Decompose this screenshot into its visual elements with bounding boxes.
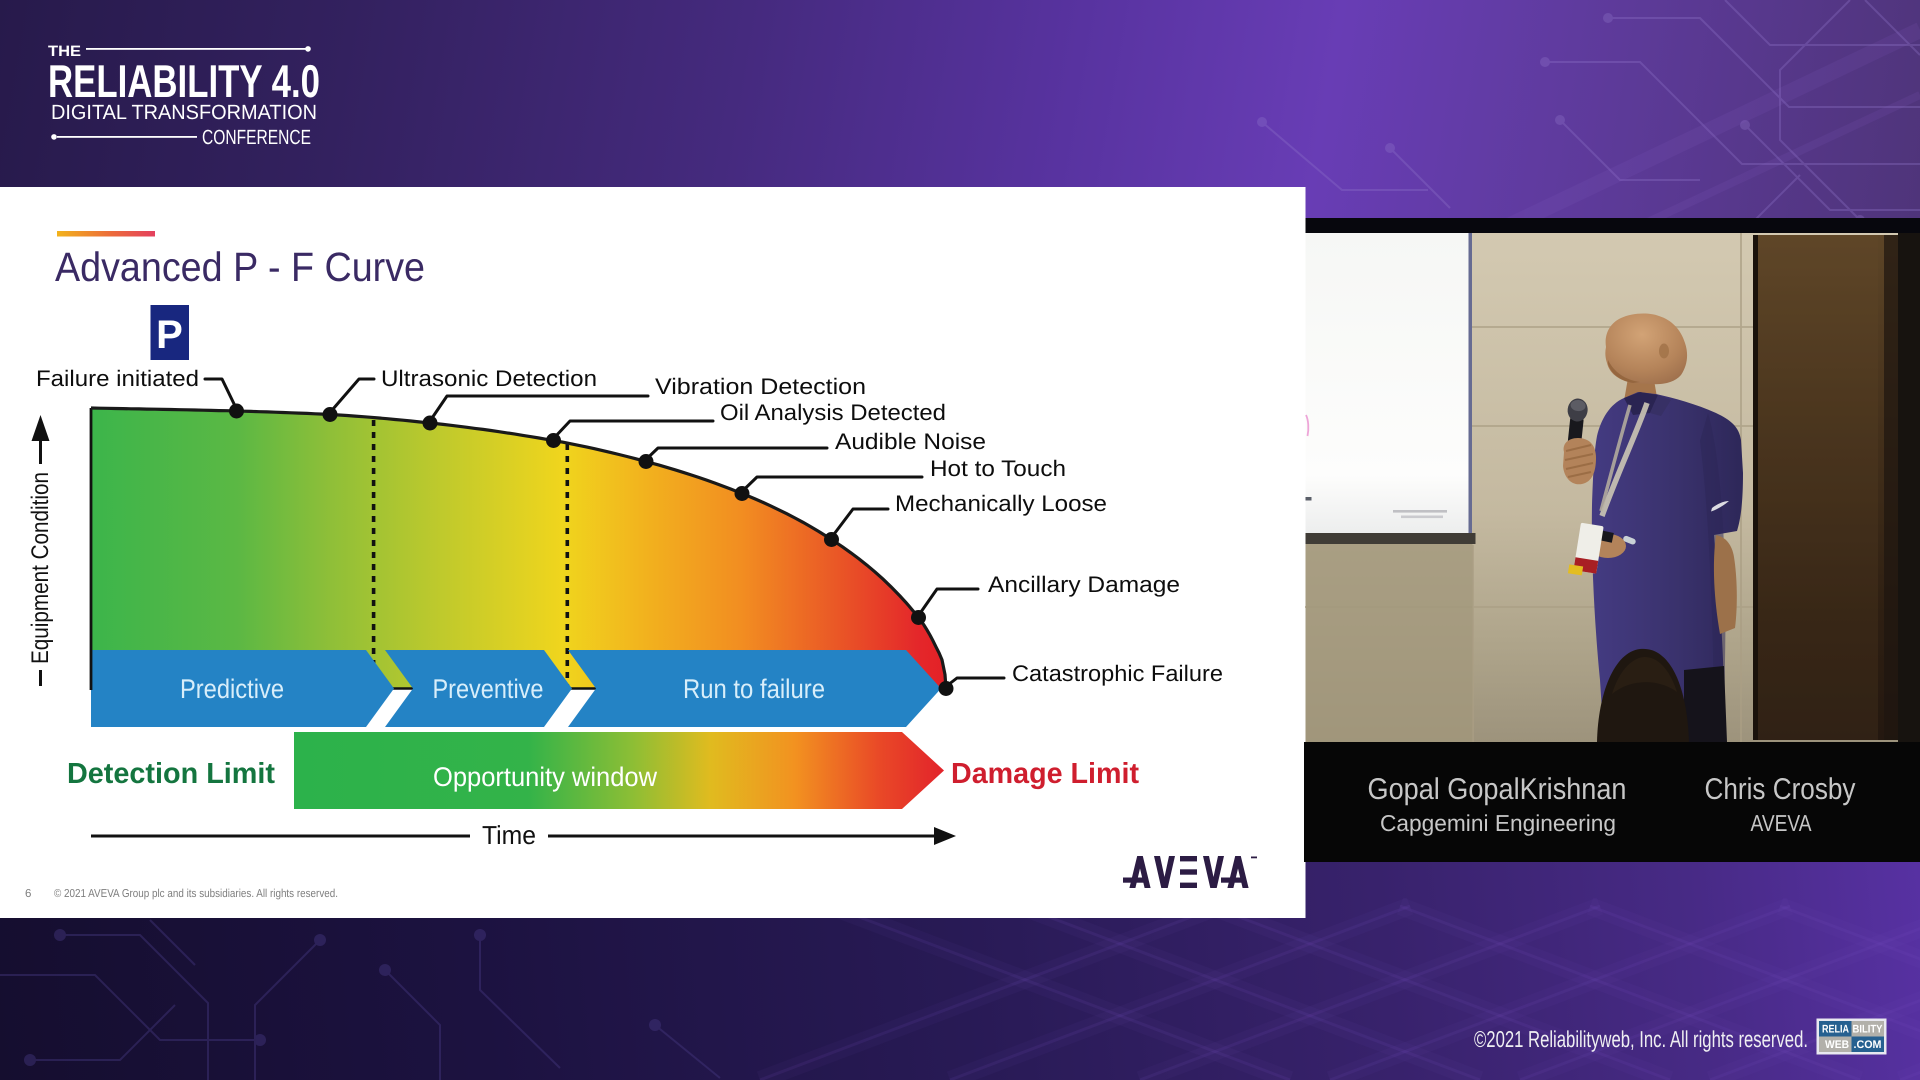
svg-text:© 2021 AVEVA Group plc and its: © 2021 AVEVA Group plc and its subsidiar… (54, 888, 338, 900)
svg-text:Run to failure: Run to failure (683, 674, 825, 704)
svg-text:Capgemini Engineering: Capgemini Engineering (1380, 810, 1616, 836)
svg-text:6: 6 (25, 888, 31, 900)
svg-text:Mechanically Loose: Mechanically Loose (895, 491, 1107, 516)
svg-text:Ultrasonic Detection: Ultrasonic Detection (381, 366, 597, 391)
svg-text:RELIABILITY 4.0: RELIABILITY 4.0 (48, 55, 320, 107)
svg-text:Gopal GopalKrishnan: Gopal GopalKrishnan (1368, 773, 1627, 806)
svg-text:Failure initiated: Failure initiated (36, 366, 199, 391)
svg-text:Vibration Detection: Vibration Detection (655, 374, 866, 399)
svg-text:Hot to Touch: Hot to Touch (930, 456, 1066, 481)
svg-text:BILITY: BILITY (1853, 1024, 1884, 1036)
svg-text:THE: THE (48, 43, 81, 60)
svg-text:RELIA: RELIA (1822, 1024, 1849, 1036)
svg-text:WEB: WEB (1825, 1039, 1849, 1051)
svg-text:Chris Crosby: Chris Crosby (1705, 773, 1856, 806)
svg-text:P: P (156, 313, 183, 357)
svg-text:.COM: .COM (1854, 1039, 1882, 1051)
svg-text:Predictive: Predictive (180, 674, 284, 704)
svg-text:Catastrophic Failure: Catastrophic Failure (1012, 661, 1223, 686)
svg-text:Opportunity window: Opportunity window (433, 762, 657, 792)
svg-text:AVEVA: AVEVA (1751, 810, 1813, 836)
svg-text:Equipment Condition: Equipment Condition (27, 472, 54, 664)
svg-text:Time: Time (482, 820, 536, 850)
svg-text:Audible Noise: Audible Noise (835, 429, 986, 454)
svg-text:©2021 Reliabilityweb, Inc. All: ©2021 Reliabilityweb, Inc. All rights re… (1474, 1026, 1808, 1052)
svg-text:Oil Analysis Detected: Oil Analysis Detected (720, 400, 946, 425)
svg-text:Ancillary Damage: Ancillary Damage (988, 572, 1180, 597)
svg-text:Damage Limit: Damage Limit (951, 758, 1139, 790)
svg-text:CONFERENCE: CONFERENCE (202, 126, 311, 149)
svg-text:Advanced P - F Curve: Advanced P - F Curve (55, 244, 425, 290)
svg-text:Detection Limit: Detection Limit (67, 758, 275, 790)
svg-text:Preventive: Preventive (433, 674, 544, 704)
svg-text:DIGITAL TRANSFORMATION: DIGITAL TRANSFORMATION (51, 101, 317, 124)
